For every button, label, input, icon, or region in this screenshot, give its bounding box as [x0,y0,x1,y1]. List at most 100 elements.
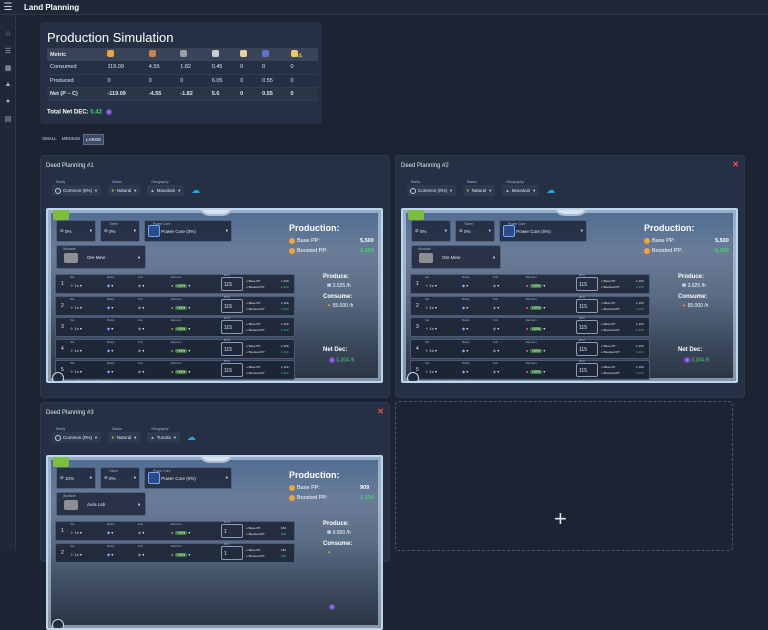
bcx-input[interactable]: 115 [576,341,598,356]
database-icon[interactable]: ☰ [4,47,12,55]
element-select[interactable]: Element ● +10% ▾ [171,296,191,310]
set-select[interactable]: Set ✧ 1x ▾ [70,296,82,310]
worksite-select[interactable]: Worksite Ore Mine ▼ [56,245,146,269]
element-select[interactable]: Element ● +10% ▾ [171,339,191,353]
geography-select[interactable]: ▲ Tundra▼ [147,432,180,443]
set-select[interactable]: Set ✧ 1x ▾ [425,339,437,353]
set-select[interactable]: Set ✧ 1x ▾ [425,296,437,310]
element-select[interactable]: Element ● +10% ▾ [171,318,191,332]
set-select[interactable]: Set ✧ 1x ▾ [70,339,82,353]
foil-select[interactable]: Foil ◈ ▾ [138,339,145,353]
rarity-select[interactable]: Rarity ◆ ▾ [107,275,115,288]
foil-select[interactable]: Foil ◈ ▾ [138,296,145,310]
bcx-input[interactable]: 115 [221,298,243,313]
cloud-upload-icon[interactable]: ☁ [186,432,196,442]
status-select[interactable]: ❦ Natural▼ [107,432,141,443]
foil-select[interactable]: Foil ◈ ▾ [493,361,500,375]
rarity-select[interactable]: Rarity ◆ ▾ [462,339,470,353]
foil-select[interactable]: Foil ◈ ▾ [493,339,500,353]
rarity-select[interactable]: Rarity ◆ ▾ [462,318,470,332]
size-small-button[interactable]: SMALL [42,136,57,141]
bcx-input[interactable]: 115 [576,363,598,378]
rarity-select[interactable]: Rarity ◆ ▾ [462,361,470,375]
bcx-input[interactable]: 115 [221,277,243,291]
foil-select[interactable]: Foil ◈ ▾ [138,361,145,375]
map-icon[interactable]: ▦ [4,64,12,72]
card-slot-row: 4 Set ✧ 1x ▾ Rarity ◆ ▾ Foil ◈ ▾ Element… [410,338,650,359]
set-select[interactable]: Set ✧ 1x ▾ [70,318,82,332]
rarity-select[interactable]: Rarity ◆ ▾ [107,361,115,375]
rarity-select[interactable]: Common (0%)▼ [52,185,101,196]
bcx-input[interactable]: 1 [221,524,243,538]
foil-select[interactable]: Foil ◈ ▾ [493,275,500,288]
bcx-input[interactable]: 115 [576,320,598,335]
plus-icon[interactable]: + [554,506,567,531]
foil-select[interactable]: Foil ◈ ▾ [138,543,145,557]
close-icon[interactable]: ✕ [377,407,384,416]
power-core-select[interactable]: Power Core Power Core (0%) ▾ [144,467,232,489]
bcx-input[interactable]: 115 [576,298,598,313]
add-deed-panel[interactable]: + [395,401,733,551]
runi-select[interactable]: ⊘ 10% ▾ [56,467,96,489]
users-icon[interactable]: ● [5,98,11,105]
foil-select[interactable]: Foil ◈ ▾ [138,275,145,288]
bcx-input[interactable]: 115 [221,341,243,356]
element-select[interactable]: Element ● +10% ▾ [526,275,546,288]
status-select[interactable]: ❦ Natural▼ [107,185,141,196]
totem-select[interactable]: Totem ⊘ 0% ▾ [455,220,495,242]
worksite-select[interactable]: Worksite Aura Lab ▼ [56,492,146,516]
set-select[interactable]: Set ✧ 1x ▾ [425,318,437,332]
totem-select[interactable]: Totem ⊘ 0% ▾ [100,467,140,489]
runi-select[interactable]: ⊘ 0% ▾ [411,220,451,242]
rarity-select[interactable]: Rarity ◆ ▾ [462,296,470,310]
foil-select[interactable]: Foil ◈ ▾ [138,318,145,332]
rarity-select[interactable]: Rarity ◆ ▾ [107,522,115,535]
runi-select[interactable]: ⊘ 0% ▾ [56,220,96,242]
set-select[interactable]: Set ✧ 1x ▾ [70,543,82,557]
element-select[interactable]: Element ● +10% ▾ [171,522,191,535]
menu-icon[interactable]: ☰ [3,1,13,13]
home-icon[interactable]: ⌂ [5,30,11,37]
element-select[interactable]: Element ● +10% ▾ [171,361,191,375]
set-select[interactable]: Set ✧ 1x ▾ [425,361,437,375]
rarity-select[interactable]: Common (0%)▼ [52,432,101,443]
bcx-input[interactable]: 1 [221,545,243,560]
power-core-select[interactable]: Power Core Power Core (0%) ▾ [144,220,232,242]
element-select[interactable]: Element ● +10% ▾ [526,361,546,375]
geography-select[interactable]: ▲ Mountain▼ [502,185,540,196]
element-select[interactable]: Element ● +10% ▾ [171,275,191,288]
produce-label: Produce: [323,521,350,527]
cloud-upload-icon[interactable]: ☁ [191,185,201,195]
element-select[interactable]: Element ● +10% ▾ [526,296,546,310]
foil-select[interactable]: Foil ◈ ▾ [493,318,500,332]
element-select[interactable]: Element ● +10% ▾ [171,543,191,557]
set-select[interactable]: Set ✧ 1x ▾ [70,275,82,288]
rarity-select[interactable]: Rarity ◆ ▾ [107,543,115,557]
foil-select[interactable]: Foil ◈ ▾ [493,296,500,310]
building-icon[interactable]: ▲ [4,81,12,88]
close-icon[interactable]: ✕ [732,160,739,169]
rarity-select[interactable]: Rarity ◆ ▾ [462,275,470,288]
worksite-select[interactable]: Worksite Ore Mine ▼ [411,245,501,269]
set-select[interactable]: Set ✧ 1x ▾ [425,275,437,288]
calculator-icon[interactable]: ▤ [4,115,12,123]
rarity-select[interactable]: Rarity ◆ ▾ [107,339,115,353]
rarity-select[interactable]: Rarity ◆ ▾ [107,296,115,310]
totem-select[interactable]: Totem ⊘ 0% ▾ [100,220,140,242]
element-select[interactable]: Element ● +10% ▾ [526,339,546,353]
geography-select[interactable]: ▲ Mountain▼ [147,185,185,196]
bcx-input[interactable]: 115 [221,320,243,335]
rarity-select[interactable]: Common (0%)▼ [407,185,456,196]
set-select[interactable]: Set ✧ 1x ▾ [70,361,82,375]
set-select[interactable]: Set ✧ 1x ▾ [70,522,82,535]
cloud-upload-icon[interactable]: ☁ [546,185,556,195]
element-select[interactable]: Element ● +10% ▾ [526,318,546,332]
foil-select[interactable]: Foil ◈ ▾ [138,522,145,535]
bcx-input[interactable]: 115 [576,277,598,291]
size-large-button[interactable]: LARGE [83,134,105,145]
status-select[interactable]: ❦ Natural▼ [462,185,496,196]
bcx-input[interactable]: 115 [221,363,243,378]
power-core-select[interactable]: Power Core Power Core (0%) ▾ [499,220,587,242]
size-medium-button[interactable]: MEDIUM [61,136,81,141]
rarity-select[interactable]: Rarity ◆ ▾ [107,318,115,332]
